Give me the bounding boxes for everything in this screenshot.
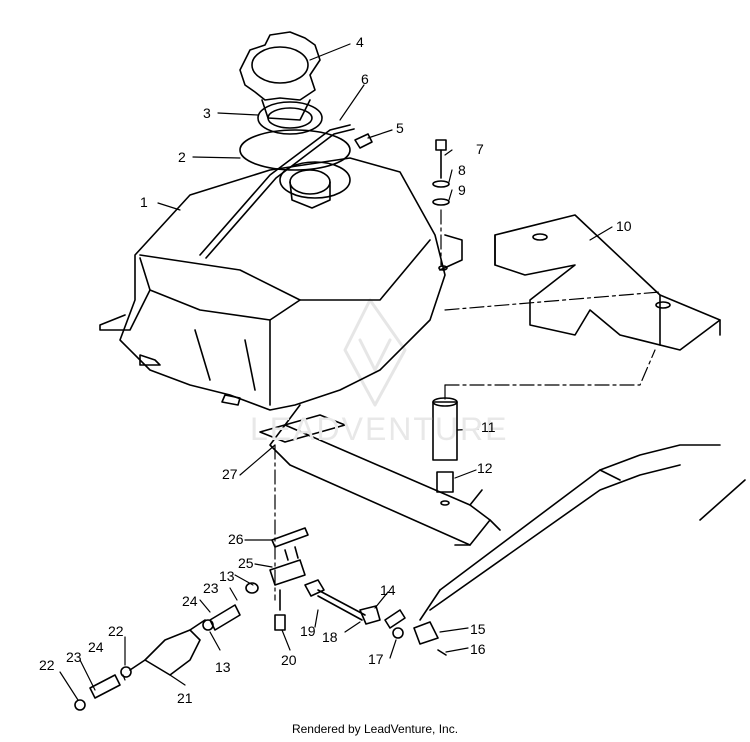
callout-24b: 24 [88,639,104,655]
callout-27: 27 [222,466,238,482]
callout-7: 7 [476,141,484,157]
tank-pad [259,414,346,443]
leader-lines [59,43,613,701]
callout-4: 4 [356,34,364,50]
callout-23a: 23 [203,580,219,596]
bolt-washers [432,139,450,206]
spacer-nut [436,471,454,506]
callout-11: 11 [481,419,496,435]
callout-1: 1 [140,194,148,210]
fuel-filter [74,582,259,711]
center-lines [274,209,661,601]
callout-10: 10 [616,218,632,234]
callout-13b: 13 [215,659,231,675]
cap-gasket [257,101,323,135]
callout-17: 17 [368,651,384,667]
cap-seal [239,129,351,171]
callout-2: 2 [178,149,186,165]
fuel-cap [239,31,321,121]
callout-8: 8 [458,162,466,178]
callout-26: 26 [228,531,244,547]
vent-hose [199,124,355,259]
callout-22a: 22 [108,623,124,639]
callout-22b: 22 [39,657,55,673]
callout-24a: 24 [182,593,198,609]
callout-19: 19 [300,623,316,639]
callout-23b: 23 [66,649,82,665]
callout-numbers: 1 2 3 4 5 6 7 8 9 10 11 12 13 13 14 15 1… [39,34,632,706]
mount-bracket [494,214,721,351]
watermark-text: LEADVENTURE [250,411,509,447]
callout-6: 6 [361,71,369,87]
frame-rail [269,404,746,621]
fuel-tank [99,157,463,411]
callout-18: 18 [322,629,338,645]
callout-13a: 13 [219,568,235,584]
callout-14: 14 [380,582,396,598]
callout-5: 5 [396,120,404,136]
watermark-logo [343,298,407,407]
vent-fitting [354,133,373,149]
callout-25: 25 [238,555,254,571]
callout-9: 9 [458,182,466,198]
callout-16: 16 [470,641,486,657]
callout-20: 20 [281,652,297,668]
callout-3: 3 [203,105,211,121]
callout-15: 15 [470,621,486,637]
callout-21: 21 [177,690,193,706]
footer-credit: Rendered by LeadVenture, Inc. [291,722,459,736]
callout-12: 12 [477,460,493,476]
petcock-valve [269,527,447,656]
